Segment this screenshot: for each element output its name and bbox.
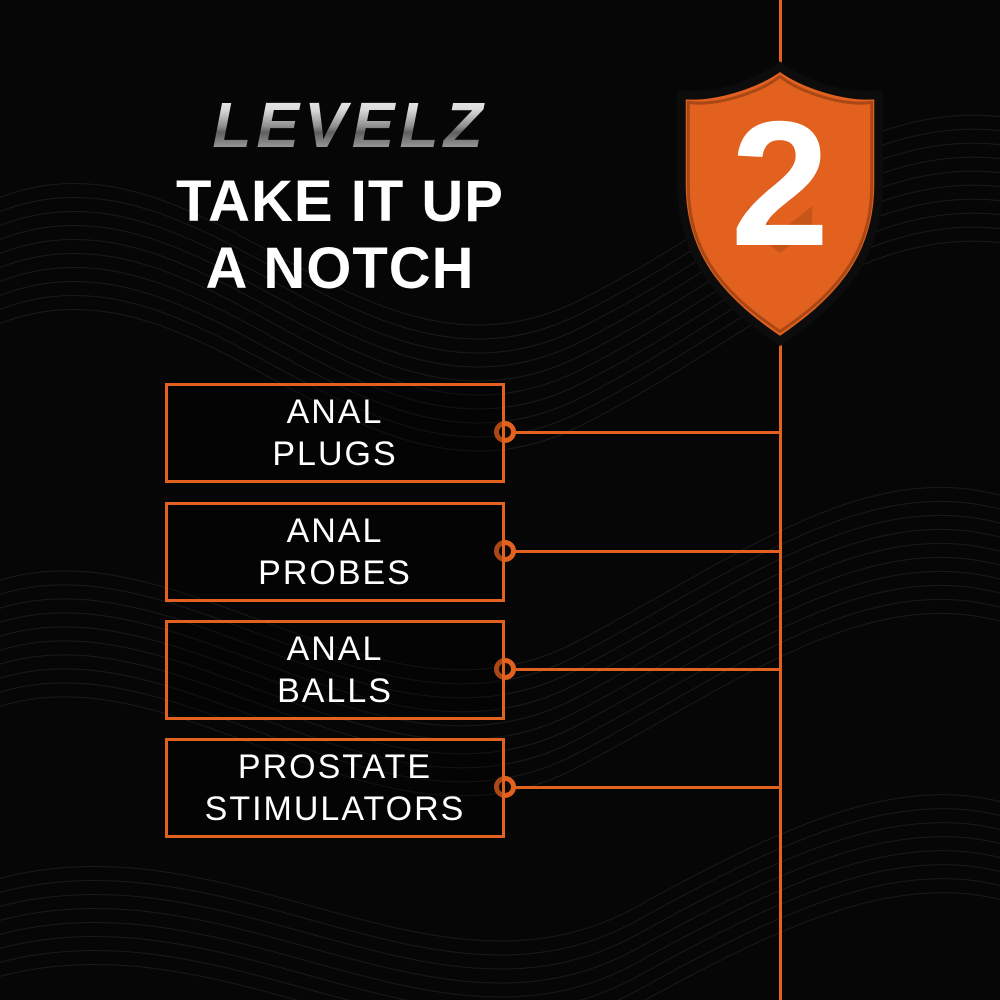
connector-line (505, 668, 779, 671)
category-box-prostate-stimulators: PROSTATE STIMULATORS (165, 738, 505, 838)
connector-node (494, 540, 516, 562)
shield-badge-icon (677, 61, 883, 347)
page-title: TAKE IT UP A NOTCH (110, 168, 570, 303)
level-number: 2 (730, 84, 830, 283)
category-label-line1: ANAL (286, 392, 384, 431)
category-label-line2: BALLS (277, 672, 393, 710)
page-title-line1: TAKE IT UP (176, 169, 504, 234)
category-label-line1: ANAL (286, 511, 384, 550)
connector-node (494, 776, 516, 798)
category-label-line2: PLUGS (272, 435, 398, 473)
brand-logo: LEVELZ (140, 88, 560, 162)
category-box-anal-probes: ANAL PROBES (165, 502, 505, 602)
timeline-line (779, 0, 782, 1000)
category-label-line1: PROSTATE (237, 747, 433, 786)
connector-line (505, 431, 779, 434)
category-box-anal-plugs: ANAL PLUGS (165, 383, 505, 483)
connector-line (505, 786, 779, 789)
category-box-anal-balls: ANAL BALLS (165, 620, 505, 720)
page-title-line2: A NOTCH (205, 236, 475, 302)
category-label-line1: ANAL (286, 629, 384, 668)
category-label-line2: PROBES (258, 554, 412, 592)
connector-node (494, 421, 516, 443)
connector-node (494, 658, 516, 680)
category-label-line2: STIMULATORS (204, 790, 466, 828)
connector-line (505, 550, 779, 553)
